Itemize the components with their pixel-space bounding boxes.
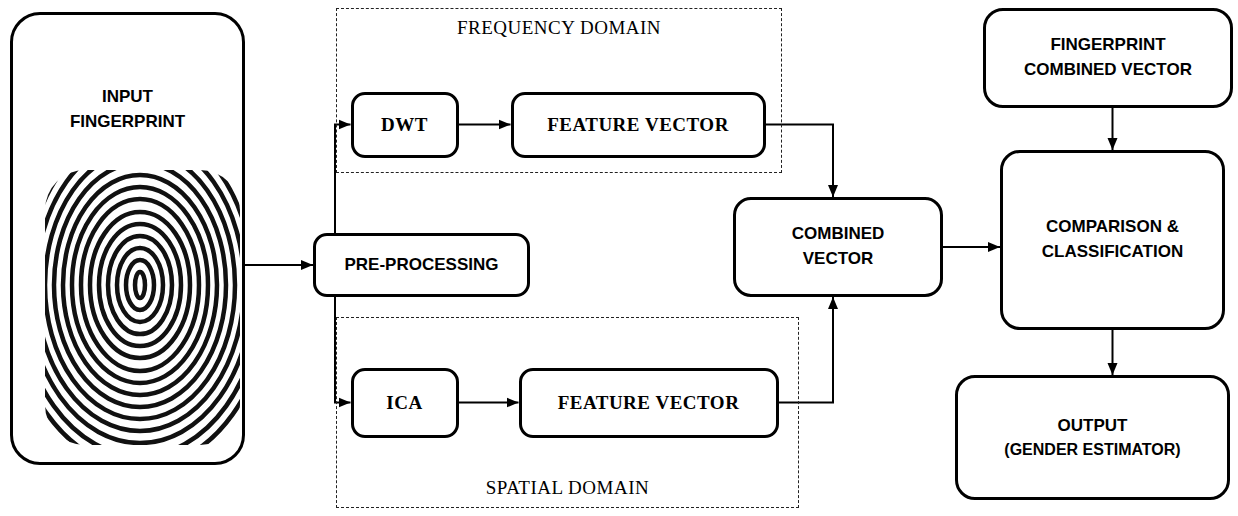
arrow-connector <box>1112 108 1114 150</box>
box-label: COMBINED VECTOR <box>773 222 903 271</box>
text-holder: ICA <box>354 389 456 417</box>
arrow-connector <box>766 125 834 198</box>
text-holder: SPATIAL DOMAIN <box>337 477 798 499</box>
box-label: (GENDER ESTIMATOR) <box>1004 438 1180 461</box>
region-heading: FREQUENCY DOMAIN <box>457 17 661 39</box>
arrow-connector <box>335 297 351 403</box>
arrow-connector <box>943 246 1000 248</box>
box-label: INPUT FINGERPRINT <box>53 85 203 134</box>
arrow-connector <box>335 125 351 234</box>
arrow-connector <box>245 264 313 266</box>
arrow-connector <box>779 297 834 403</box>
box-label: FINGERPRINT COMBINED VECTOR <box>1013 33 1203 82</box>
input-box: INPUT FINGERPRINT <box>10 12 245 465</box>
process-box: FEATURE VECTOR <box>511 92 766 158</box>
arrow-connector <box>459 402 519 404</box>
text-holder: INPUT FINGERPRINT <box>53 85 203 134</box>
process-box: DWT <box>351 92 459 158</box>
output-box: OUTPUT(GENDER ESTIMATOR) <box>955 375 1230 500</box>
box-label: OUTPUT <box>1058 414 1128 439</box>
domain-region: FREQUENCY DOMAIN DWT FEATURE VECTOR <box>336 8 782 173</box>
process-box: COMBINED VECTOR <box>733 197 943 297</box>
text-holder: OUTPUT(GENDER ESTIMATOR) <box>1004 414 1180 462</box>
text-holder: FEATURE VECTOR <box>522 389 776 417</box>
process-box: FEATURE VECTOR <box>519 368 779 438</box>
process-box: COMPARISON & CLASSIFICATION <box>1000 150 1225 330</box>
arrow-connector <box>1112 330 1114 375</box>
box-label: ICA <box>386 389 422 417</box>
database-box: FINGERPRINT COMBINED VECTOR <box>983 8 1233 108</box>
box-label: FEATURE VECTOR <box>547 111 729 139</box>
box-label: DWT <box>381 111 428 139</box>
process-box: ICA <box>351 368 459 438</box>
box-label: FEATURE VECTOR <box>558 389 740 417</box>
text-holder: PRE-PROCESSING <box>345 253 499 278</box>
text-holder: COMPARISON & CLASSIFICATION <box>1028 215 1198 264</box>
box-label: PRE-PROCESSING <box>345 253 499 278</box>
process-box: PRE-PROCESSING <box>313 233 530 297</box>
text-holder: FEATURE VECTOR <box>514 111 763 139</box>
arrow-connector <box>459 124 511 126</box>
region-heading: SPATIAL DOMAIN <box>486 477 649 499</box>
text-holder: COMBINED VECTOR <box>773 222 903 271</box>
domain-region: SPATIAL DOMAIN ICA FEATURE VECTOR <box>336 317 799 508</box>
text-holder: DWT <box>354 111 456 139</box>
text-holder: FINGERPRINT COMBINED VECTOR <box>1013 33 1203 82</box>
text-holder: FREQUENCY DOMAIN <box>337 17 781 39</box>
box-label: COMPARISON & CLASSIFICATION <box>1028 215 1198 264</box>
